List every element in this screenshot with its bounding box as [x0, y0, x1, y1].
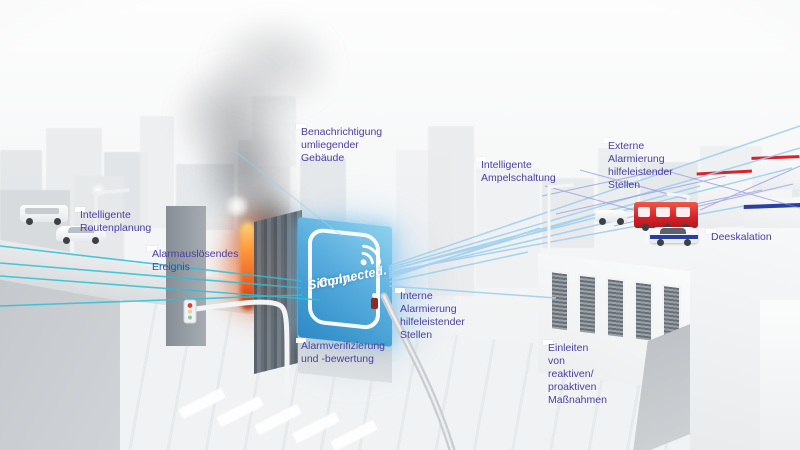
- callout-alarmausloesendes-ereignis: Alarmauslösendes Ereignis: [147, 246, 238, 273]
- white-van: [20, 205, 68, 225]
- callout-einleiten-massnahmen: Einleiten von reaktiven/ proaktiven Maßn…: [543, 340, 607, 406]
- smoke-plume: [172, 58, 292, 178]
- callout-externe-alarmierung: Externe Alarmierung hilfeleistender Stel…: [603, 138, 673, 191]
- police-car: [650, 227, 698, 246]
- callout-alarmverifizierung: Alarmverifizierung und -bewertung: [296, 338, 385, 365]
- smoke-plume: [208, 14, 338, 114]
- traffic-light-yellow: [188, 309, 192, 314]
- callout-intelligente-routenplanung: Intelligente Routenplanung: [75, 207, 151, 234]
- white-car-right: [595, 210, 627, 225]
- firefighter-figure: [371, 293, 378, 309]
- callout-benachrichtigung-gebaeude: Benachrichtigung umliegender Gebäude: [296, 124, 382, 164]
- traffic-light-green: [188, 315, 192, 320]
- street-lamp-poles: [94, 183, 690, 450]
- teal-network-lines: [0, 245, 321, 307]
- traffic-light-red: [187, 303, 193, 308]
- foreground-building-right-front: [760, 300, 800, 450]
- traffic-light: [183, 299, 197, 324]
- wifi-icon: [360, 244, 382, 266]
- lightblue-network-lines: [235, 125, 800, 299]
- lamp-pole-mid-right: [547, 183, 574, 255]
- connected-cube: Simply. Connected.: [298, 217, 392, 347]
- traffic-light-pole: [193, 299, 290, 397]
- callout-interne-alarmierung: Interne Alarmierung hilfeleistender Stel…: [395, 288, 465, 341]
- white-car-left: [56, 226, 106, 244]
- callout-deeskalation: Deeskalation: [706, 229, 772, 243]
- fire-truck: [634, 202, 698, 231]
- fire-flames: [240, 222, 256, 310]
- alarm-flash: [222, 196, 252, 216]
- callout-intelligente-ampelschaltung: Intelligente Ampelschaltung: [476, 157, 556, 184]
